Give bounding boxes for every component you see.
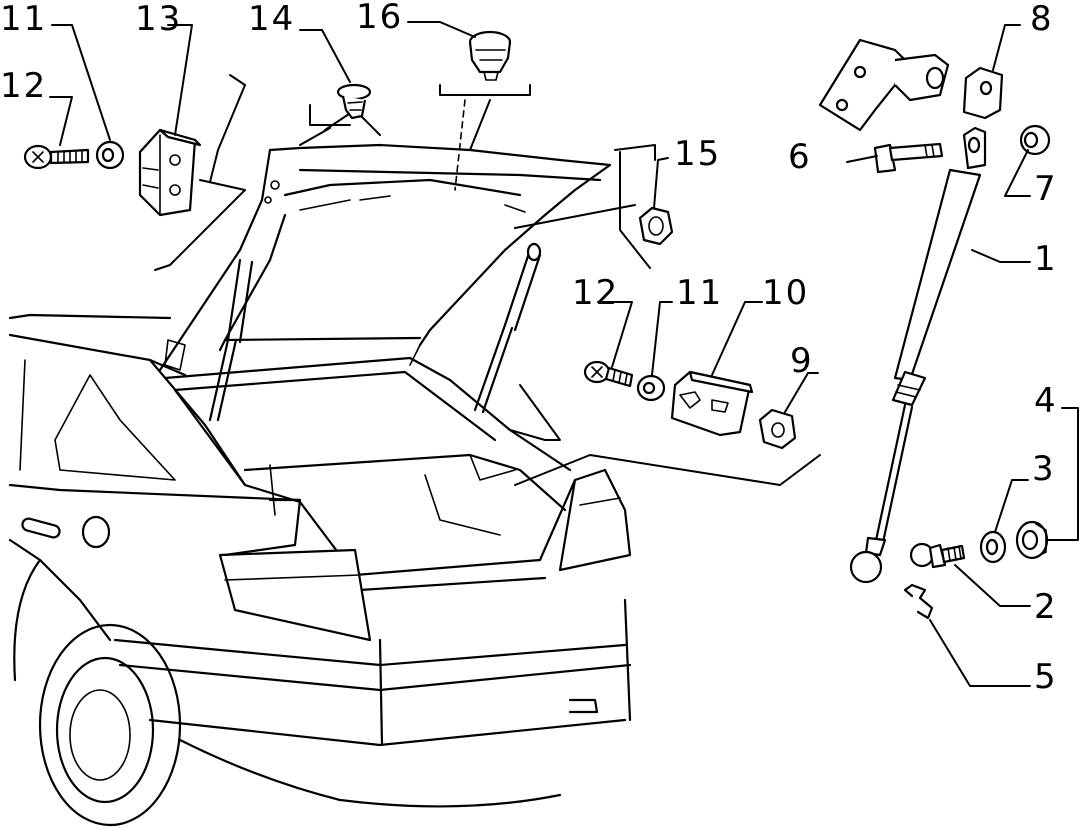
callout-13: 13 <box>135 0 182 39</box>
leader-11-middle <box>651 301 673 376</box>
part-11-washer-top <box>95 140 125 170</box>
leader-1 <box>971 249 1031 263</box>
leader-15 <box>653 157 669 209</box>
part-16-bump-stop <box>468 30 512 81</box>
callout-12-top: 12 <box>0 66 47 106</box>
callout-12-middle: 12 <box>572 273 619 313</box>
leader-6 <box>846 155 878 163</box>
leader-2 <box>954 564 1031 607</box>
car-rear-illustration <box>8 313 632 827</box>
callout-9: 9 <box>790 341 814 381</box>
part-5-spring-clip <box>903 583 934 620</box>
part-12-screw-middle <box>583 360 634 388</box>
leader-4 <box>1047 407 1079 541</box>
leader-13 <box>167 24 193 136</box>
part-6-pin <box>873 142 944 174</box>
leader-11-top <box>51 24 111 141</box>
leader-7 <box>1004 149 1031 197</box>
callout-2: 2 <box>1034 587 1058 627</box>
callout-labels: 11 12 13 14 16 15 12 11 10 9 8 6 7 1 4 3… <box>0 0 1058 697</box>
callout-11-top: 11 <box>0 0 47 39</box>
part-10-latch-plate <box>670 370 754 437</box>
part-2-ball-pin <box>909 542 966 569</box>
leader-8 <box>992 24 1021 71</box>
part-15-nut <box>638 206 674 246</box>
callout-5: 5 <box>1034 657 1058 697</box>
part-12-screw-top <box>23 144 90 170</box>
callout-16: 16 <box>356 0 403 37</box>
callout-14: 14 <box>248 0 295 39</box>
callout-10: 10 <box>762 273 809 313</box>
part-13-bracket <box>138 128 202 217</box>
assembly-reference-lines <box>154 74 821 486</box>
part-8-clip <box>962 66 1004 120</box>
callout-15: 15 <box>674 134 721 174</box>
leader-10 <box>711 301 763 376</box>
callout-7: 7 <box>1034 169 1058 209</box>
callout-1: 1 <box>1034 239 1058 279</box>
tailgate-lid <box>158 143 612 372</box>
callout-6: 6 <box>788 137 812 177</box>
leader-16 <box>407 21 476 38</box>
leader-14 <box>299 29 351 83</box>
callout-8: 8 <box>1030 0 1054 39</box>
part-1-gas-strut <box>849 126 987 584</box>
part-14-push-clip <box>336 83 372 120</box>
leader-5 <box>929 619 1031 687</box>
part-9-nut <box>758 408 797 450</box>
leader-12-top <box>49 96 73 146</box>
part-11-washer-middle <box>636 374 666 402</box>
callout-11-middle: 11 <box>676 273 723 313</box>
part-upper-hinge-bracket <box>818 38 950 132</box>
leader-3 <box>994 479 1029 533</box>
installed-gas-struts <box>208 242 542 422</box>
callout-3: 3 <box>1032 449 1056 489</box>
part-7-ring <box>1019 124 1051 156</box>
callout-leader-lines <box>49 21 1079 687</box>
callout-4: 4 <box>1034 381 1058 421</box>
part-4-bushing <box>1015 520 1049 560</box>
leader-9 <box>784 372 819 413</box>
part-3-washer <box>979 530 1007 564</box>
leader-12-middle <box>597 301 633 368</box>
